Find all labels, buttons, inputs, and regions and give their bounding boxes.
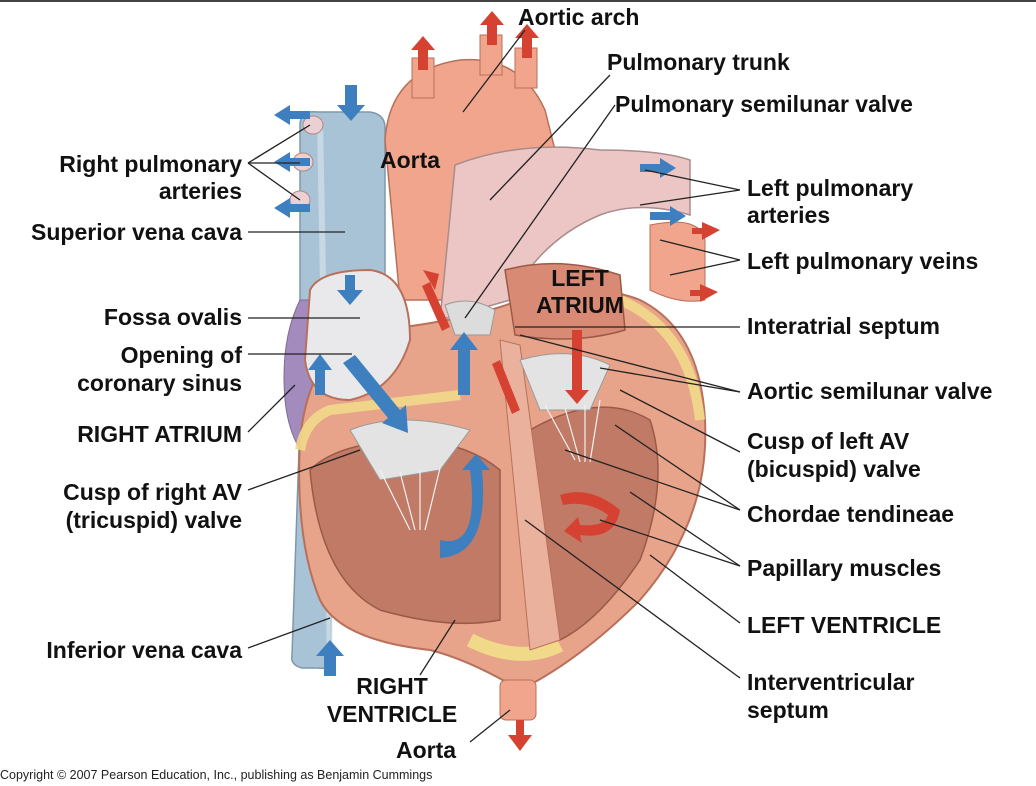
label-pulmonary-trunk: Pulmonary trunk (607, 49, 790, 75)
label-inferior-vena-cava: Inferior vena cava (46, 637, 242, 663)
label-cusp-left-av-2: (bicuspid) valve (747, 456, 921, 482)
top-border (0, 0, 1036, 2)
label-aorta-top: Aorta (380, 147, 441, 173)
label-aorta-bottom: Aorta (396, 737, 457, 763)
leader-lines (247, 29, 741, 743)
copyright-notice: Copyright © 2007 Pearson Education, Inc.… (0, 768, 433, 782)
interventricular-septum (499, 339, 561, 651)
label-right-pulmonary-arteries-2: arteries (158, 178, 242, 204)
label-interventricular-septum-1: Interventricular (747, 669, 915, 695)
label-right-pulmonary-arteries-1: Right pulmonary (59, 151, 242, 177)
label-left-ventricle: LEFT VENTRICLE (747, 612, 942, 638)
label-interventricular-septum-2: septum (747, 697, 829, 723)
tricuspid-valve (349, 419, 471, 481)
blue-arrows (274, 85, 686, 676)
chordae-lines (379, 399, 601, 531)
label-cusp-right-av-2: (tricuspid) valve (65, 507, 242, 533)
label-opening-coronary-sinus-1: Opening of (120, 342, 242, 368)
label-left-pulmonary-arteries-1: Left pulmonary (747, 175, 914, 201)
red-arrows (411, 11, 720, 751)
label-pulmonary-semilunar-valve: Pulmonary semilunar valve (615, 91, 913, 117)
pulmonary-trunk (439, 146, 691, 322)
label-aortic-arch: Aortic arch (518, 4, 640, 30)
label-right-ventricle-1: RIGHT (356, 673, 428, 699)
label-fossa-ovalis: Fossa ovalis (103, 304, 242, 330)
aortic-arch (384, 58, 561, 301)
pulmonary-semilunar-valve (444, 300, 496, 336)
label-cusp-right-av-1: Cusp of right AV (63, 479, 242, 505)
label-left-pulmonary-veins: Left pulmonary veins (747, 248, 979, 274)
label-right-ventricle-2: VENTRICLE (326, 701, 458, 727)
label-aortic-semilunar-valve: Aortic semilunar valve (747, 378, 993, 404)
label-right-atrium: RIGHT ATRIUM (77, 421, 242, 447)
label-papillary-muscles: Papillary muscles (747, 555, 942, 581)
label-opening-coronary-sinus-2: coronary sinus (77, 370, 242, 396)
left-atrium-chamber (504, 262, 626, 340)
label-superior-vena-cava: Superior vena cava (31, 219, 242, 245)
right-atrium-chamber (303, 268, 412, 402)
label-left-atrium-2: ATRIUM (536, 292, 624, 318)
label-cusp-left-av-1: Cusp of left AV (747, 428, 910, 454)
label-left-pulmonary-arteries-2: arteries (747, 202, 831, 228)
label-interatrial-septum: Interatrial septum (747, 313, 940, 339)
label-chordae-tendineae: Chordae tendineae (747, 501, 955, 527)
label-left-atrium-1: LEFT (551, 265, 609, 291)
